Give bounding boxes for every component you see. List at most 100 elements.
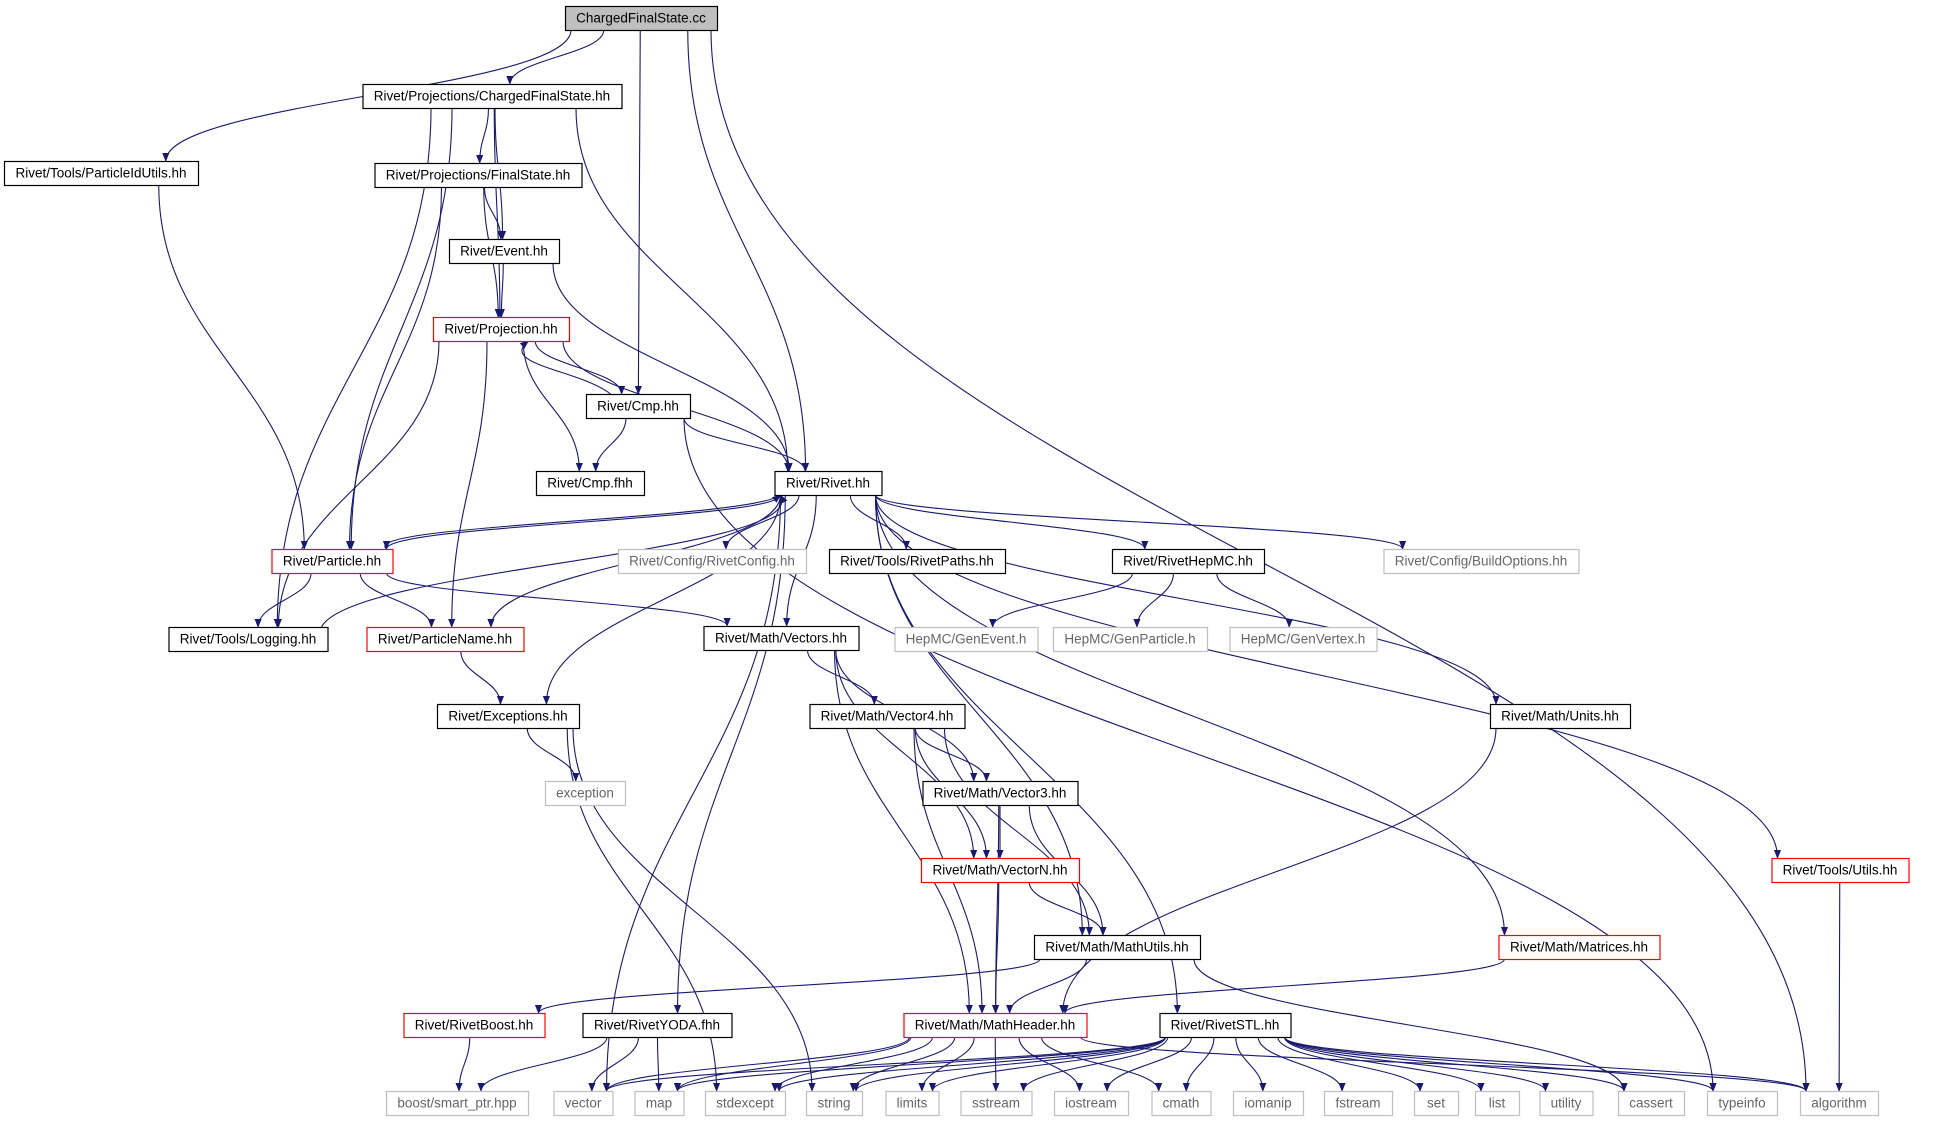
edge-rstl-to-vector [603, 1036, 1167, 1092]
node-rivet-projections-chargedfinalstate-hh[interactable]: Rivet/Projections/ChargedFinalState.hh [362, 83, 623, 110]
node-label: Rivet/Math/MathUtils.hh [1045, 940, 1188, 955]
node-rivet-math-vector3-hh[interactable]: Rivet/Math/Vector3.hh [922, 780, 1079, 807]
node-box [553, 1090, 614, 1117]
node-hepmc-genparticle-h: HepMC/GenParticle.h [1052, 626, 1209, 653]
node-rivet-tools-rivetpaths-hh[interactable]: Rivet/Tools/RivetPaths.hh [828, 548, 1007, 575]
edge-ryoda-to-smartptr [477, 1036, 608, 1092]
node-stdexcept: stdexcept [704, 1090, 787, 1117]
edge-rstl-to-set [1277, 1036, 1424, 1092]
node-label: Rivet/Math/Units.hh [1501, 709, 1619, 724]
node-box [704, 1090, 787, 1117]
edge-mheader-to-limits [918, 1036, 975, 1092]
node-box [703, 625, 860, 652]
edge-vectors-to-vector4 [806, 649, 878, 705]
node-hepmc-genvertex-h: HepMC/GenVertex.h [1229, 626, 1378, 653]
node-rivet-math-matrices-hh[interactable]: Rivet/Math/Matrices.hh [1498, 934, 1661, 961]
node-rivet-particle-hh[interactable]: Rivet/Particle.hh [271, 548, 394, 575]
node-label: HepMC/GenVertex.h [1241, 632, 1366, 647]
node-label: algorithm [1811, 1096, 1867, 1111]
node-rivet-math-units-hh[interactable]: Rivet/Math/Units.hh [1489, 703, 1632, 730]
edge-rstl-to-fstream [1257, 1036, 1346, 1092]
edge-rstl-to-list [1283, 1036, 1485, 1092]
node-box [960, 1090, 1033, 1117]
node-rivet-math-mathheader-hh[interactable]: Rivet/Math/MathHeader.hh [903, 1012, 1088, 1039]
node-rivet-rivetboost-hh[interactable]: Rivet/RivetBoost.hh [403, 1012, 546, 1039]
node-box [564, 5, 719, 32]
node-rivet-math-mathutils-hh[interactable]: Rivet/Math/MathUtils.hh [1033, 934, 1202, 961]
node-label: Rivet/Projection.hh [444, 322, 557, 337]
node-label: Rivet/Math/MathHeader.hh [915, 1018, 1076, 1033]
edge-rstl-to-limits [928, 1036, 1167, 1092]
node-rivet-projections-finalstate-hh[interactable]: Rivet/Projections/FinalState.hh [374, 162, 583, 189]
edge-vectors-to-vectorn [835, 649, 978, 859]
node-rivet-particlename-hh[interactable]: Rivet/ParticleName.hh [366, 626, 525, 653]
edge-rivet-to-ryoda [673, 494, 786, 1014]
node-rivet-math-vectors-hh[interactable]: Rivet/Math/Vectors.hh [703, 625, 860, 652]
edge-rstl-to-utility [1283, 1036, 1550, 1092]
edge-rivet-to-rpaths [849, 494, 910, 550]
node-rivet-event-hh[interactable]: Rivet/Event.hh [448, 238, 561, 265]
node-label: boost/smart_ptr.hpp [397, 1096, 516, 1111]
node-box [544, 780, 627, 807]
node-label: cmath [1163, 1096, 1200, 1111]
node-box [828, 548, 1007, 575]
edge-matrices-to-mheader [1061, 958, 1506, 1014]
node-box [920, 857, 1081, 884]
node-exception: exception [544, 780, 627, 807]
node-label: Rivet/Math/Vector4.hh [821, 709, 954, 724]
edge-rstl-to-sstream [1019, 1036, 1169, 1092]
edge-rstl-to-iomanip [1235, 1036, 1267, 1092]
node-rivet-math-vectorn-hh[interactable]: Rivet/Math/VectorN.hh [920, 857, 1081, 884]
node-label: set [1427, 1096, 1445, 1111]
node-box [1052, 626, 1209, 653]
node-rivet-tools-utils-hh[interactable]: Rivet/Tools/Utils.hh [1771, 857, 1910, 884]
node-label: Rivet/Config/RivetConfig.hh [629, 554, 795, 569]
node-box [774, 470, 883, 497]
node-box [1111, 548, 1266, 575]
edge-tutils-to-algorithm [1835, 881, 1843, 1092]
node-label: Rivet/Particle.hh [283, 554, 381, 569]
node-box [1053, 1090, 1130, 1117]
node-box [894, 626, 1039, 653]
edge-rstl-to-algorithm [1283, 1036, 1810, 1092]
edge-root-to-pchfs [506, 29, 605, 85]
node-rivet-rivetstl-hh[interactable]: Rivet/RivetSTL.hh [1159, 1012, 1292, 1039]
edge-pchfs-to-logging [273, 107, 432, 628]
node-rivet-cmp-fhh[interactable]: Rivet/Cmp.fhh [535, 470, 646, 497]
node-label: Rivet/Event.hh [460, 244, 548, 259]
node-label: Rivet/Math/Matrices.hh [1510, 940, 1648, 955]
edge-root-to-rivet [687, 29, 810, 472]
node-rivet-exceptions-hh[interactable]: Rivet/Exceptions.hh [436, 703, 581, 730]
node-rivet-tools-particleidutils-hh[interactable]: Rivet/Tools/ParticleIdUtils.hh [3, 160, 200, 187]
edge-vector4-to-vector3 [914, 727, 991, 782]
node-rivet-rivetyoda-fhh[interactable]: Rivet/RivetYODA.fhh [582, 1012, 733, 1039]
node-rivet-projection-hh[interactable]: Rivet/Projection.hh [432, 316, 571, 343]
node-rivet-config-buildoptions-hh: Rivet/Config/BuildOptions.hh [1383, 548, 1580, 575]
edge-rstl-to-stdexcept [775, 1036, 1167, 1092]
node-box [1033, 934, 1202, 961]
edge-ryoda-to-vector [588, 1036, 640, 1092]
edge-rivet-to-units [874, 494, 1500, 705]
node-box [903, 1012, 1088, 1039]
edge-rboost-to-smartptr [455, 1036, 471, 1092]
edge-mheader-to-vector [603, 1036, 911, 1092]
node-box [436, 703, 581, 730]
edge-rivet-to-exceptions [542, 494, 782, 705]
node-iomanip: iomanip [1232, 1090, 1305, 1117]
node-rivet-cmp-hh[interactable]: Rivet/Cmp.hh [585, 393, 692, 420]
edge-cmp-to-cmpf [592, 417, 627, 472]
node-rivet-rivet-hh[interactable]: Rivet/Rivet.hh [774, 470, 883, 497]
edges [158, 29, 1843, 1092]
node-box [1489, 703, 1632, 730]
node-box [366, 626, 525, 653]
edge-vector4-to-mathutils [943, 727, 1093, 936]
nodes: ChargedFinalState.ccRivet/Projections/Ch… [3, 5, 1910, 1117]
node-chargedfinalstate-cc[interactable]: ChargedFinalState.cc [564, 5, 719, 32]
node-rivet-math-vector4-hh[interactable]: Rivet/Math/Vector4.hh [809, 703, 966, 730]
edge-rstl-to-typeinfo [1283, 1036, 1717, 1092]
node-rivet-tools-logging-hh[interactable]: Rivet/Tools/Logging.hh [168, 626, 329, 653]
node-label: Rivet/Projections/ChargedFinalState.hh [374, 89, 610, 104]
node-label: fstream [1335, 1096, 1380, 1111]
node-rivet-rivethepmc-hh[interactable]: Rivet/RivetHepMC.hh [1111, 548, 1266, 575]
edge-hepmc-to-genvert [1216, 572, 1293, 628]
